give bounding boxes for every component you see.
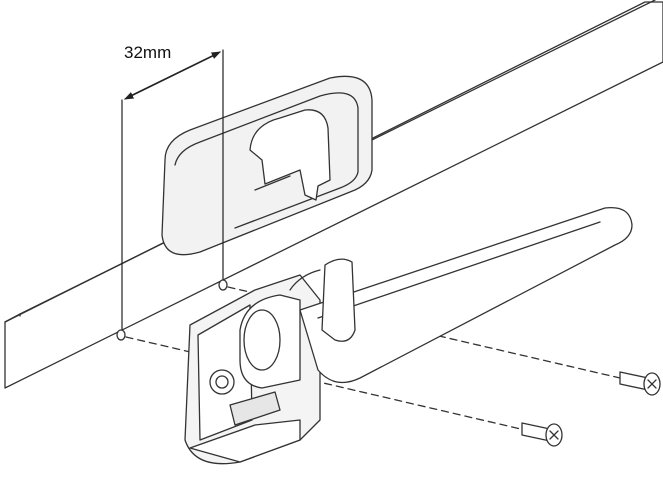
dimension-lines <box>121 49 224 331</box>
screw-hole-upper <box>218 279 228 291</box>
keep-plate <box>161 75 373 256</box>
screw-hole-lower <box>116 329 126 341</box>
dimension-label: 32mm <box>124 43 172 62</box>
screw-upper <box>619 371 661 396</box>
casement-handle <box>184 206 633 465</box>
screw-lower <box>521 422 563 447</box>
